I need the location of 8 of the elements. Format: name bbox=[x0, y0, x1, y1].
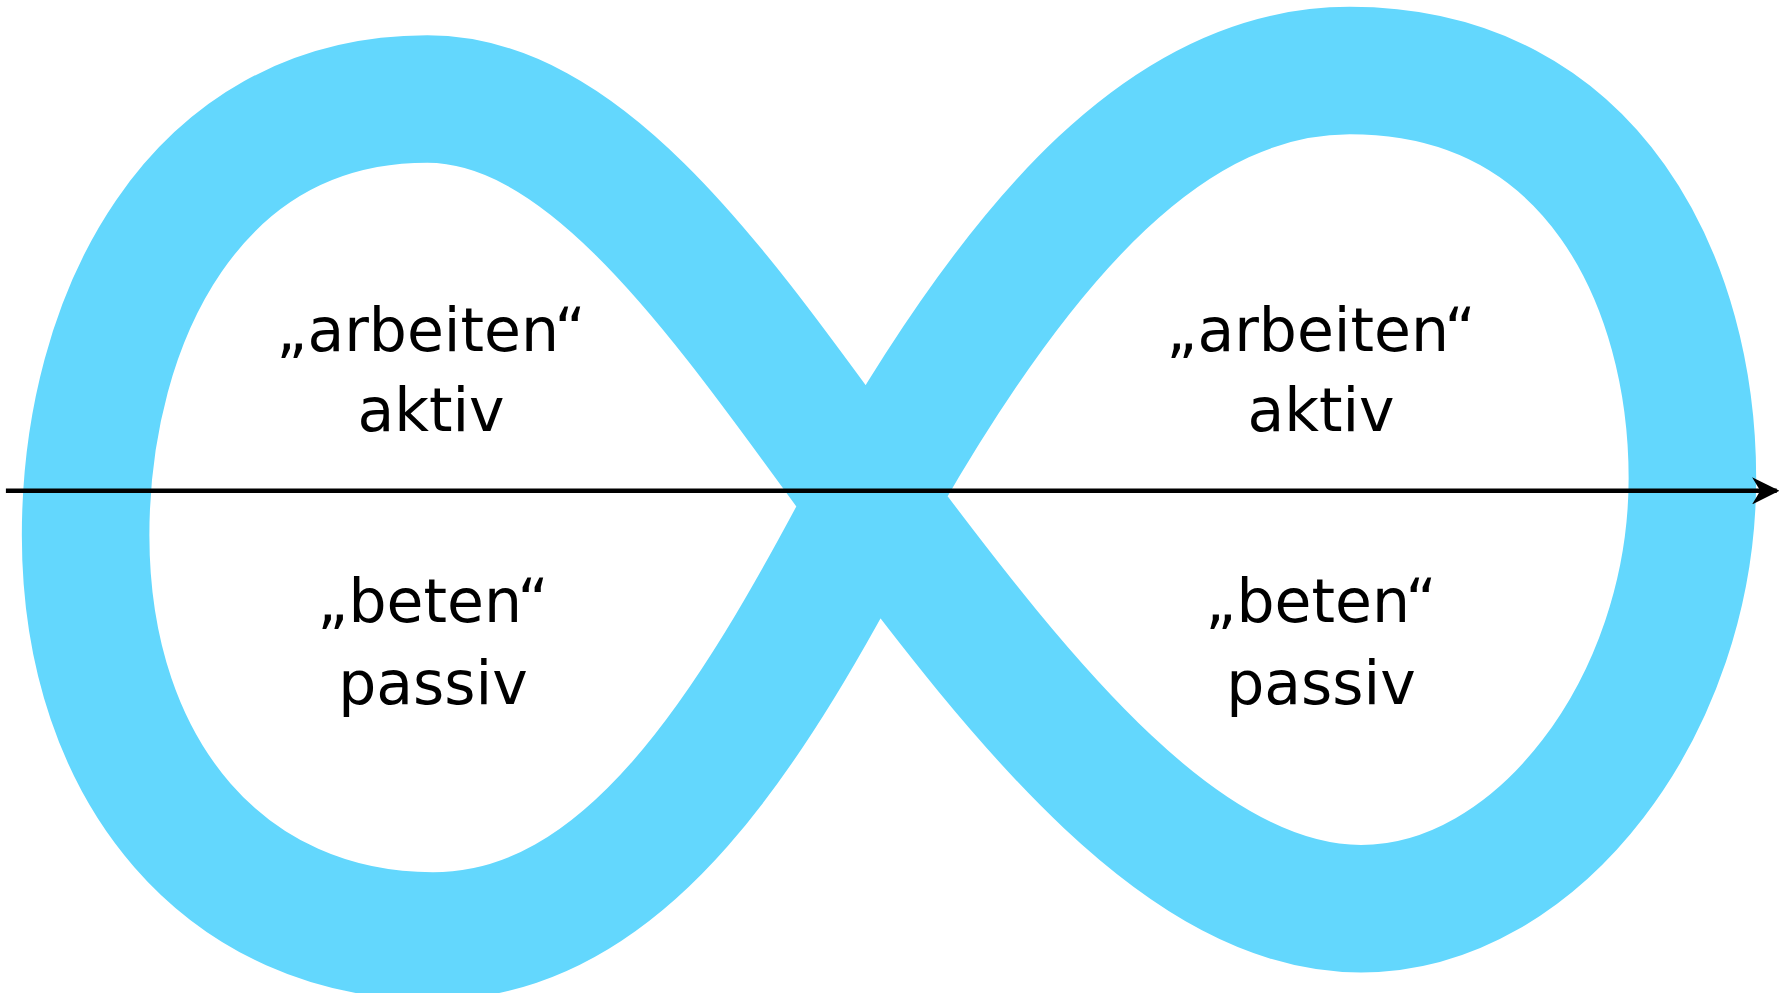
region-label: „beten“ bbox=[1205, 568, 1437, 634]
region-label: „arbeiten“ bbox=[276, 297, 586, 363]
region-label: „beten“ bbox=[317, 568, 549, 634]
region-label: aktiv bbox=[1247, 377, 1395, 443]
region-label: „arbeiten“ bbox=[1166, 297, 1476, 363]
region-label: aktiv bbox=[357, 377, 505, 443]
region-label: passiv bbox=[338, 650, 528, 716]
region-label: passiv bbox=[1226, 650, 1416, 716]
